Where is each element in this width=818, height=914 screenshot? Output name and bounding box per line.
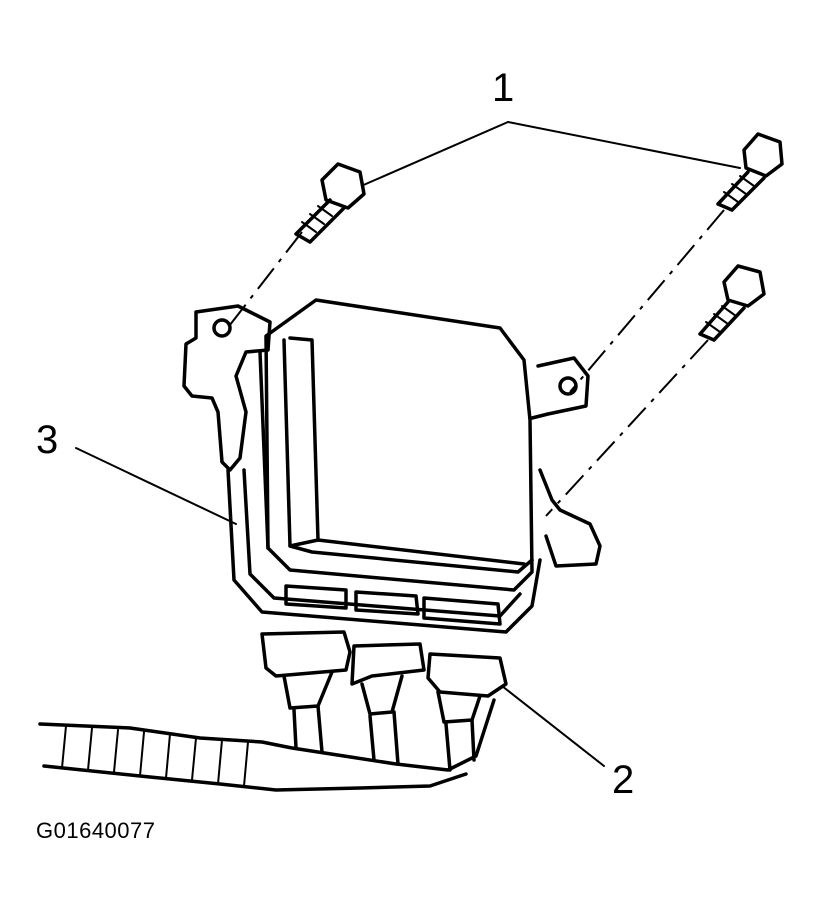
callout-module: 3 [36, 418, 59, 462]
alignment-lines [225, 209, 725, 517]
harness-connectors [260, 630, 508, 724]
bolt-left [294, 162, 366, 244]
leader-lines [75, 447, 605, 767]
leader-lines-bolts [351, 121, 741, 191]
bolt-lower-right [698, 264, 766, 342]
mounting-bracket [182, 304, 602, 634]
module-body [258, 298, 534, 626]
bolt-top-right [716, 132, 784, 212]
figure-code: G01640077 [36, 818, 156, 843]
callout-bolts: 1 [492, 66, 515, 110]
wire-harness [38, 698, 496, 792]
callout-connectors: 2 [612, 758, 635, 802]
